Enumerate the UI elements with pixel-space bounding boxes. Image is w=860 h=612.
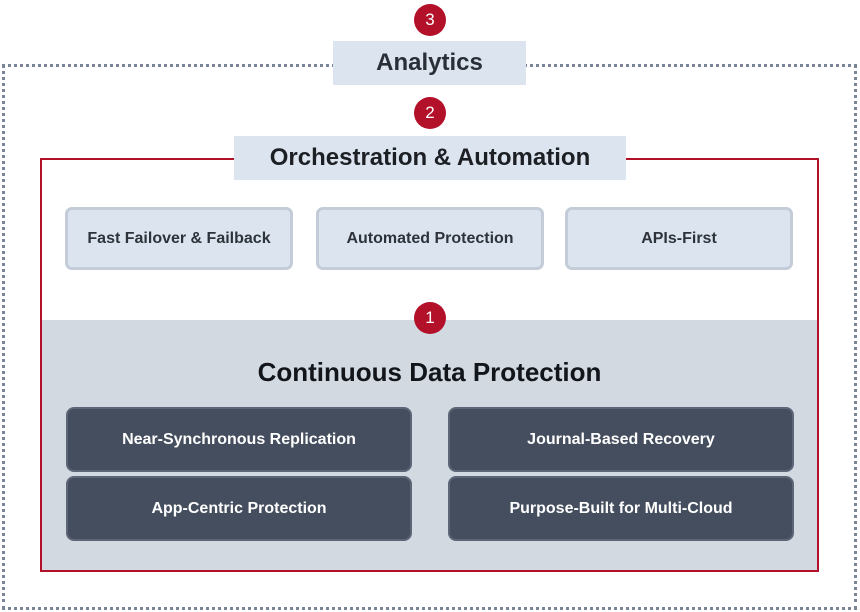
cdp-title: Continuous Data Protection (257, 356, 602, 387)
feature-fast-failover: Fast Failover & Failback (65, 207, 293, 270)
orchestration-step-badge: 2 (414, 97, 446, 129)
analytics-step-badge: 3 (414, 4, 446, 36)
feature-automated-protection: Automated Protection (316, 207, 544, 270)
feature-apis-first: APIs-First (565, 207, 793, 270)
cdp-feature-multi-cloud: Purpose-Built for Multi-Cloud (450, 478, 792, 539)
cdp-feature-near-sync-replication: Near-Synchronous Replication (68, 409, 410, 470)
cdp-feature-journal-recovery: Journal-Based Recovery (450, 409, 792, 470)
cdp-feature-app-centric-protection: App-Centric Protection (68, 478, 410, 539)
cdp-step-badge: 1 (414, 302, 446, 334)
analytics-label: Analytics (333, 41, 526, 85)
orchestration-label: Orchestration & Automation (234, 136, 626, 180)
